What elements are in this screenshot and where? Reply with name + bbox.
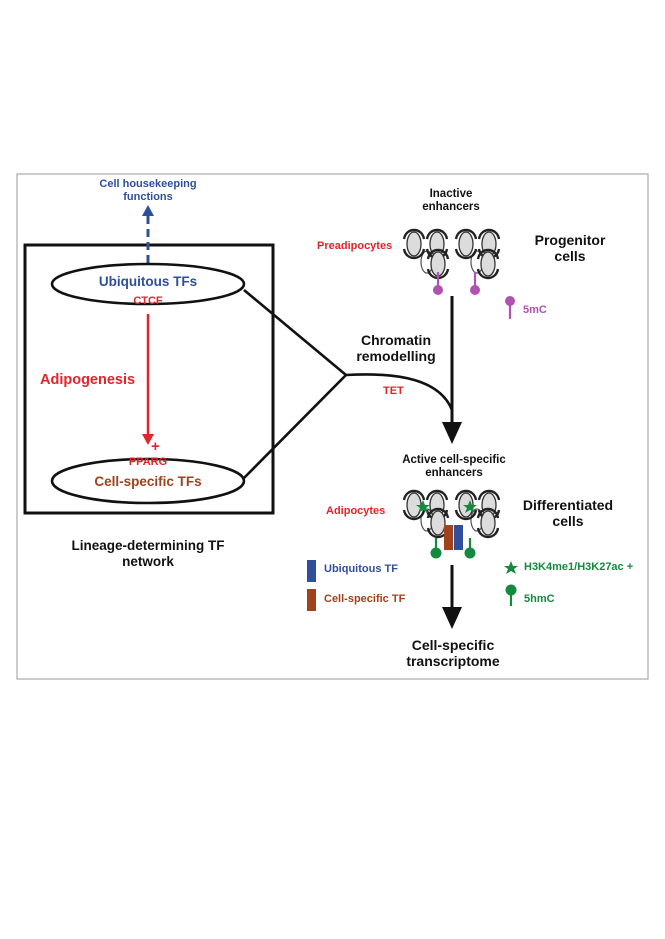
inactive-enhancers-label: Inactive enhancers <box>422 188 480 214</box>
funnel-line-top <box>243 289 347 376</box>
chromatin-remodelling-label: Chromatin remodelling <box>356 332 436 365</box>
5hmc-lollipop-icon <box>430 547 442 559</box>
plus-label: + <box>151 438 160 455</box>
preadipocytes-label: Preadipocytes <box>317 240 393 252</box>
tet-curve <box>345 373 454 411</box>
ubiquitous-tfs-label: Ubiquitous TFs <box>98 274 198 289</box>
funnel-line-bottom <box>243 374 347 479</box>
cell-specific-tf-bar <box>444 525 453 550</box>
progenitor-cells-label: Progenitor cells <box>534 232 606 265</box>
differentiation-arrowhead <box>442 422 462 444</box>
tet-label: TET <box>383 385 404 397</box>
histone-mark-star-icon <box>416 500 430 513</box>
nucleosome-icon <box>402 228 426 260</box>
legend-5hmc-icon <box>505 584 517 606</box>
pparg-label: PPARG <box>128 456 168 468</box>
ubiquitous-tfs-ellipse <box>50 262 246 306</box>
adipocytes-label: Adipocytes <box>326 505 386 517</box>
5mc-lollipop-icon <box>433 285 443 295</box>
housekeeping-label: Cell housekeeping functions <box>99 178 197 203</box>
transcriptome-label: Cell-specific transcriptome <box>406 637 500 670</box>
differentiated-cells-label: Differentiated cells <box>522 497 614 530</box>
active-enhancers-label: Active cell-specific enhancers <box>402 454 506 480</box>
legend-5mc-label: 5mC <box>523 304 547 316</box>
legend-histone-marks-label: H3K4me1/H3K27ac + <box>524 561 634 573</box>
legend-ubiquitous-tf-label: Ubiquitous TF <box>324 563 398 575</box>
adipogenesis-label: Adipogenesis <box>40 372 136 388</box>
legend-ubiquitous-tf-bar <box>307 560 316 582</box>
legend-5hmc-label: 5hmC <box>524 593 555 605</box>
legend-cell-specific-tf-label: Cell-specific TF <box>324 593 406 605</box>
network-title: Lineage-determining TF network <box>71 538 225 569</box>
housekeeping-arrowhead <box>142 205 154 216</box>
outer-frame <box>16 173 649 680</box>
cell-specific-tfs-ellipse <box>50 457 246 505</box>
legend-cell-specific-tf-bar <box>307 589 316 611</box>
ubiquitous-tf-bar <box>454 525 463 550</box>
ctcf-label: CTCF <box>133 295 163 307</box>
transcriptome-arrowhead <box>442 607 462 629</box>
legend-5mc-icon <box>505 296 515 319</box>
inactive-chromatin-icon <box>402 228 501 295</box>
legend-histone-star-icon <box>504 561 518 574</box>
adipogenesis-arrowhead <box>142 434 154 445</box>
cell-specific-tfs-label: Cell-specific TFs <box>94 474 202 489</box>
active-chromatin-icon <box>402 489 501 559</box>
